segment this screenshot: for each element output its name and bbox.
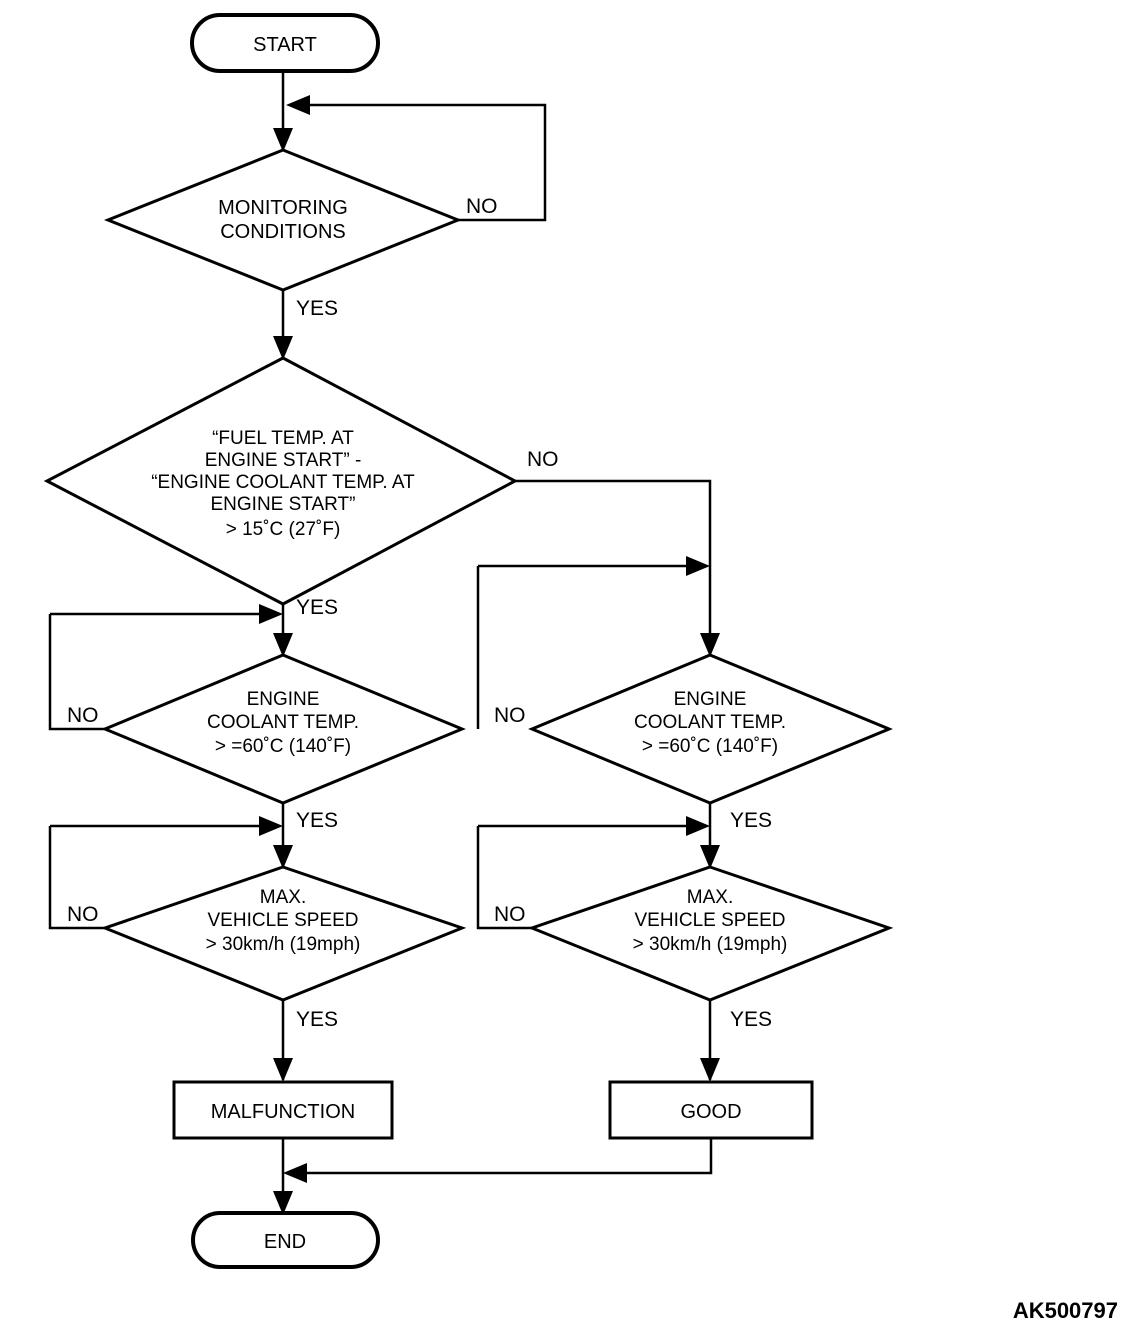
node-malfunction: MALFUNCTION [172,1080,394,1140]
malfunction-label: MALFUNCTION [211,1101,355,1123]
good-label: GOOD [680,1101,741,1123]
branch-label-speed-left-no: NO [67,903,99,926]
arrowhead-into-coolant-left [273,633,293,657]
branch-label-coolant-right-yes: YES [730,809,772,832]
coolant-temp-left-line-3: > =60˚C (140˚F) [215,736,351,757]
coolant-temp-right-line-3: > =60˚C (140˚F) [642,736,778,757]
vehicle-speed-left-line-2: VEHICLE SPEED [208,910,359,931]
edge-good-to-end-join [298,1138,713,1175]
node-good: GOOD [608,1080,814,1140]
end-shape [191,1211,380,1269]
arrowhead-into-good [700,1058,720,1082]
node-coolant-temp-left: ENGINE COOLANT TEMP. > =60˚C (140˚F) [101,653,466,805]
arrowhead-into-fuel-temp [273,336,293,360]
node-fuel-temp-decision: “FUEL TEMP. AT ENGINE START” - “ENGINE C… [43,356,519,606]
edge-coolant-left-no-loopback [48,614,105,731]
fuel-temp-line-3: “ENGINE COOLANT TEMP. AT [151,472,415,493]
edge-speed-left-no-loopback [48,826,105,930]
node-end: END [191,1211,380,1269]
vehicle-speed-right-line-3: > 30km/h (19mph) [633,934,788,955]
coolant-temp-left-line-1: ENGINE [247,689,320,710]
start-label: START [253,34,317,56]
start-shape [190,13,380,73]
edge-speed-right-no-loopback [476,826,532,930]
branch-label-coolant-left-yes: YES [296,809,338,832]
arrowhead-good-join [283,1163,307,1183]
coolant-temp-right-line-1: ENGINE [674,689,747,710]
arrowhead-right-speed-merge [686,816,710,836]
fuel-temp-line-5: > 15˚C (27˚F) [226,519,341,540]
vehicle-speed-left-line-1: MAX. [260,887,306,908]
vehicle-speed-right-line-2: VEHICLE SPEED [635,910,786,931]
monitoring-conditions-line-1: MONITORING [218,197,348,219]
malfunction-shape [172,1080,394,1140]
edge-monitoring-no-loopback [298,103,547,222]
node-vehicle-speed-left: MAX. VEHICLE SPEED > 30km/h (19mph) [100,865,467,1002]
arrowhead-left-speed-merge [259,816,283,836]
branch-label-monitoring-yes: YES [296,297,338,320]
node-start: START [190,13,380,73]
branch-label-speed-right-no: NO [494,903,526,926]
branch-label-speed-left-yes: YES [296,1008,338,1031]
arrowhead-into-malfunction [273,1058,293,1082]
branch-label-coolant-right-no: NO [494,704,526,727]
branch-label-fuel-temp-yes: YES [296,596,338,619]
node-vehicle-speed-right: MAX. VEHICLE SPEED > 30km/h (19mph) [527,865,894,1002]
arrowhead-into-speed-left [273,845,293,869]
fuel-temp-line-4: ENGINE START” [211,494,356,515]
branch-label-coolant-left-no: NO [67,704,99,727]
arrowhead-right-column-merge [686,556,710,576]
arrowhead-into-end [273,1191,293,1215]
arrowhead-into-monitoring [273,128,293,152]
arrowhead-into-speed-right [700,845,720,869]
branch-label-speed-right-yes: YES [730,1008,772,1031]
node-monitoring-conditions: MONITORING CONDITIONS [103,148,463,292]
branch-label-monitoring-no: NO [466,195,498,218]
monitoring-conditions-line-2: CONDITIONS [220,221,346,243]
arrowhead-monitoring-loopback [286,95,310,115]
reference-code: AK500797 [1013,1298,1118,1323]
monitoring-conditions-shape [103,148,463,292]
node-coolant-temp-right: ENGINE COOLANT TEMP. > =60˚C (140˚F) [528,653,893,805]
fuel-temp-line-2: ENGINE START” - [205,450,362,471]
vehicle-speed-left-line-3: > 30km/h (19mph) [206,934,361,955]
arrowhead-into-coolant-right [700,633,720,657]
good-shape [608,1080,814,1140]
coolant-temp-right-line-2: COOLANT TEMP. [634,712,786,733]
fuel-temp-line-1: “FUEL TEMP. AT [212,428,354,449]
end-label: END [264,1231,306,1253]
vehicle-speed-right-line-1: MAX. [687,887,733,908]
arrowhead-left-coolant-merge [259,604,283,624]
edge-fuel-temp-no [515,479,712,655]
branch-label-fuel-temp-no: NO [527,448,559,471]
coolant-temp-left-line-2: COOLANT TEMP. [207,712,359,733]
